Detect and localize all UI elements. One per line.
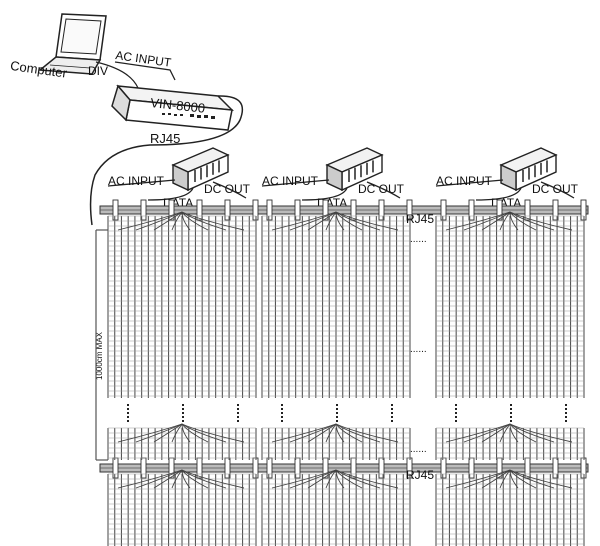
- computer-cable: [95, 61, 139, 89]
- led-module-lower-2: [261, 469, 411, 546]
- led-module-upper-3: [435, 211, 585, 398]
- bus-upper: [99, 199, 589, 221]
- led-module-middle-3: [435, 423, 585, 460]
- ellipsis-middle: ......: [410, 344, 427, 355]
- side-note-label: 1000cm MAX: [95, 331, 104, 380]
- led-grid: [99, 199, 589, 546]
- rj45-top-label: RJ45: [150, 131, 180, 146]
- rj45-label-lower: RJ45: [406, 468, 434, 482]
- led-module-lower-1: [107, 469, 257, 546]
- ellipsis-lower: ......: [410, 444, 427, 455]
- controller-label: VIN-8000: [150, 95, 206, 116]
- computer-icon: [38, 13, 107, 75]
- rj45-label-upper: RJ45: [406, 212, 434, 226]
- led-module-middle-1: [107, 423, 257, 460]
- dc-out-label-2: DC OUT: [358, 182, 405, 196]
- led-module-lower-3: [435, 469, 585, 546]
- ellipsis-upper: ......: [410, 234, 427, 245]
- ac-input-label-2: AC INPUT: [262, 174, 319, 188]
- dc-out-label-1: DC OUT: [204, 182, 251, 196]
- div-label: DIV: [88, 64, 108, 78]
- ac-input-label-3: AC INPUT: [436, 174, 493, 188]
- ac-input-label-1: AC INPUT: [108, 174, 165, 188]
- led-module-middle-2: [261, 423, 411, 460]
- rj45-main-cable: [89, 95, 244, 226]
- controller-box: [111, 84, 235, 131]
- ac-input-cable-top: [114, 61, 176, 81]
- led-module-upper-2: [261, 211, 411, 398]
- dc-out-label-3: DC OUT: [532, 182, 579, 196]
- led-module-upper-1: [107, 211, 257, 398]
